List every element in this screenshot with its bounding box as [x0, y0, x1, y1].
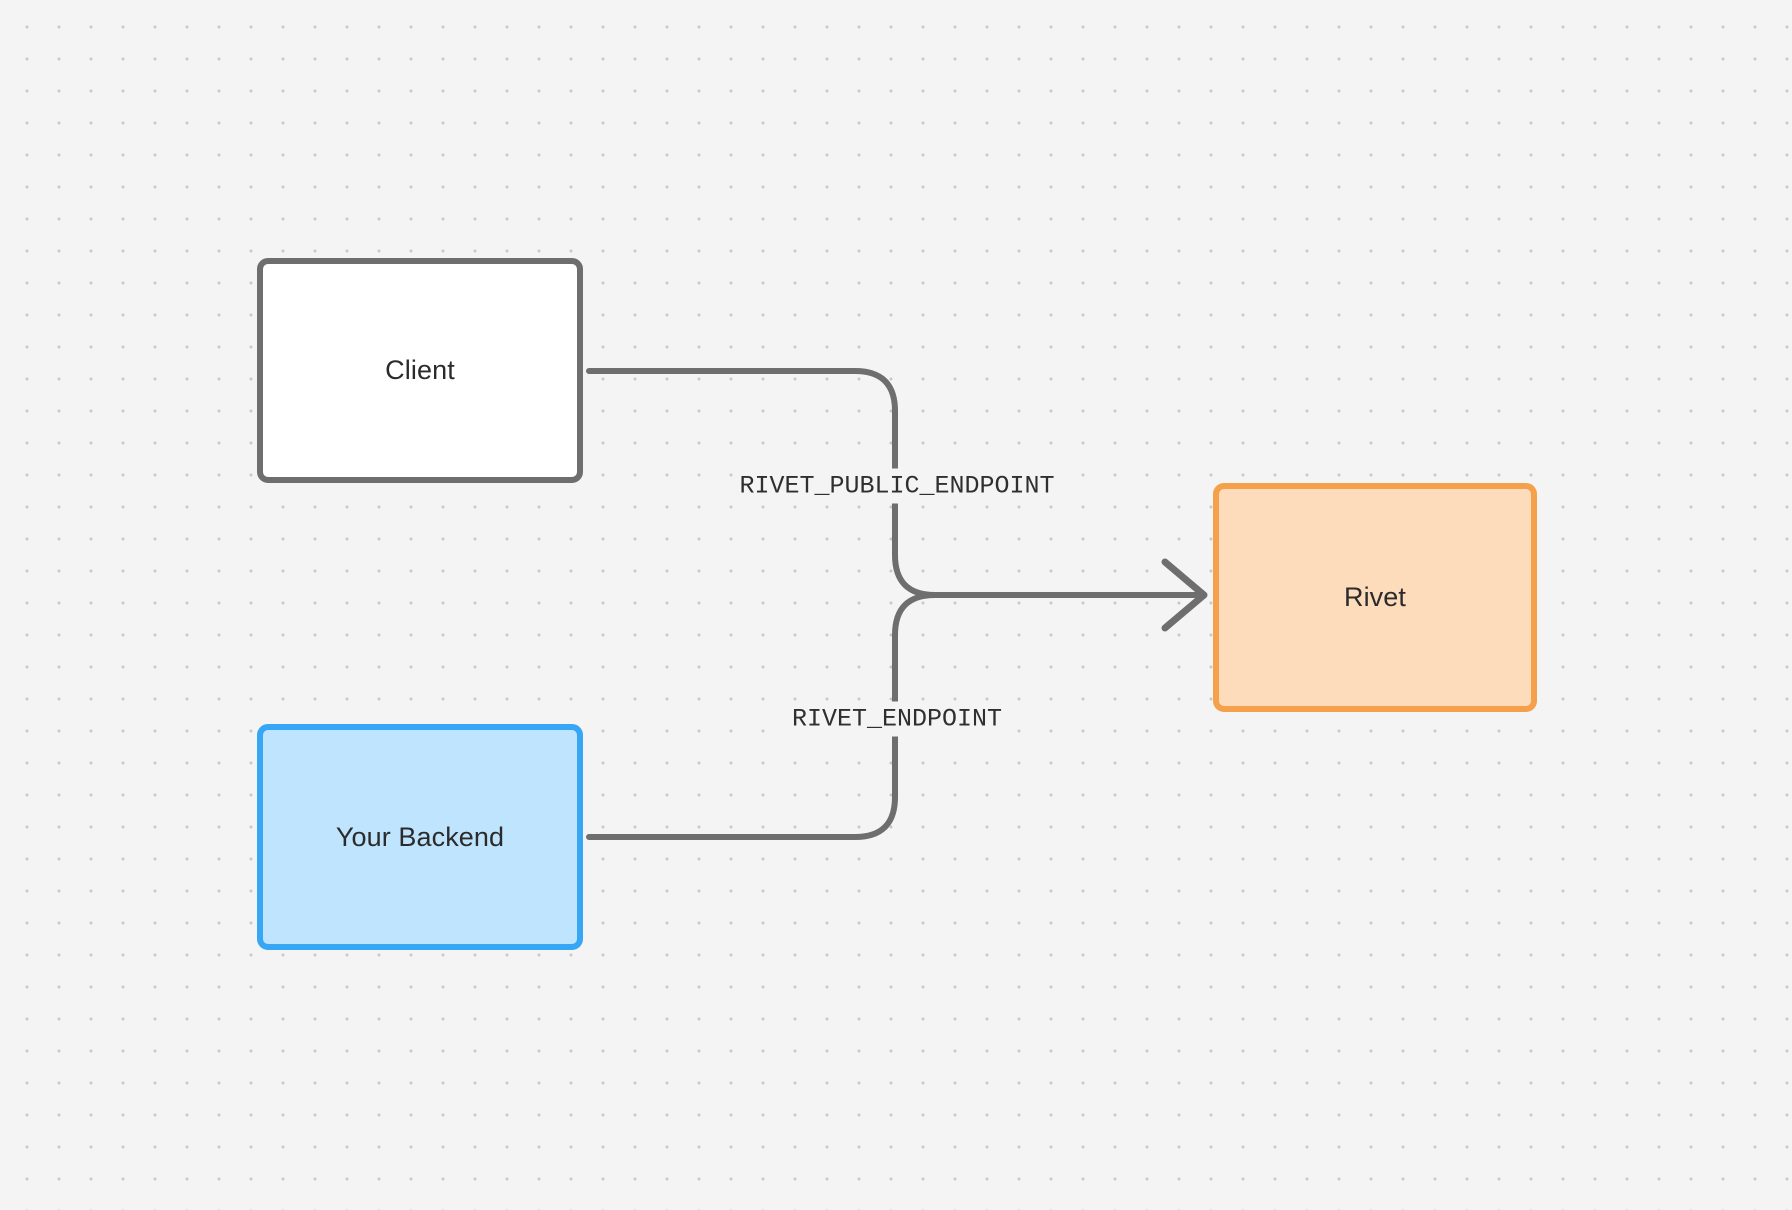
node-client-label: Client: [385, 355, 455, 386]
node-your-backend[interactable]: Your Backend: [257, 724, 583, 950]
node-rivet[interactable]: Rivet: [1213, 483, 1537, 712]
node-rivet-label: Rivet: [1343, 582, 1406, 613]
edge-label-rivet-endpoint: RIVET_ENDPOINT: [784, 701, 1010, 737]
edge-label-rivet-public-endpoint: RIVET_PUBLIC_ENDPOINT: [732, 468, 1062, 504]
node-client[interactable]: Client: [257, 258, 583, 483]
node-your-backend-label: Your Backend: [335, 821, 505, 852]
arrowhead-icon: [1161, 558, 1208, 632]
